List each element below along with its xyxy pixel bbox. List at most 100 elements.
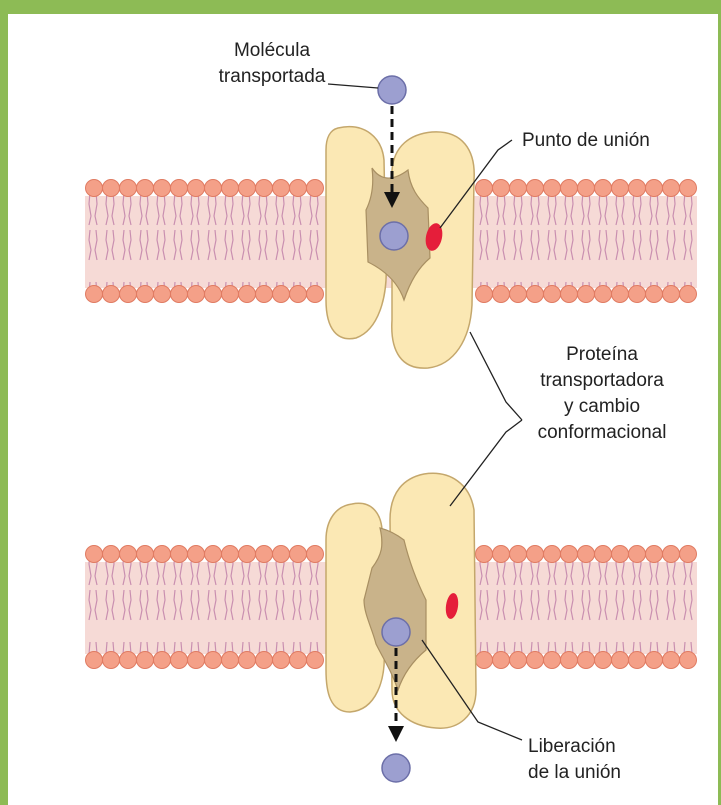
phospholipid-head-icon [510,180,527,197]
phospholipid-head-icon [239,286,256,303]
phospholipid-head-icon [663,286,680,303]
phospholipid-head-icon [256,546,273,563]
phospholipid-head-icon [646,652,663,669]
molecule-leader [328,84,378,88]
phospholipid-head-icon [493,180,510,197]
phospholipid-head-icon [612,286,629,303]
phospholipid-head-icon [544,652,561,669]
phospholipid-head-icon [493,546,510,563]
phospholipid-head-icon [595,180,612,197]
phospholipid-head-icon [646,180,663,197]
bottom-carrier-protein [326,473,476,728]
phospholipid-head-icon [561,286,578,303]
binding-site-label: Punto de unión [522,130,650,151]
phospholipid-head-icon [561,546,578,563]
phospholipid-head-icon [527,546,544,563]
release-label-line1: Liberación [528,736,616,757]
phospholipid-head-icon [510,652,527,669]
phospholipid-head-icon [137,180,154,197]
molecule-entering-icon [378,76,406,104]
phospholipid-head-icon [239,546,256,563]
phospholipid-head-icon [86,286,103,303]
phospholipid-head-icon [120,546,137,563]
phospholipid-head-icon [663,180,680,197]
protein-label-line1: Proteína [566,344,638,365]
phospholipid-head-icon [629,286,646,303]
phospholipid-head-icon [561,180,578,197]
protein-label-line2: transportadora [540,370,664,391]
phospholipid-head-icon [222,546,239,563]
phospholipid-head-icon [646,286,663,303]
phospholipid-head-icon [476,286,493,303]
phospholipid-head-icon [595,652,612,669]
phospholipid-head-icon [256,652,273,669]
phospholipid-head-icon [663,546,680,563]
phospholipid-head-icon [86,546,103,563]
phospholipid-head-icon [86,180,103,197]
phospholipid-head-icon [103,180,120,197]
phospholipid-head-icon [290,546,307,563]
phospholipid-head-icon [120,180,137,197]
phospholipid-head-icon [510,286,527,303]
phospholipid-head-icon [205,546,222,563]
phospholipid-head-icon [663,652,680,669]
phospholipid-head-icon [578,652,595,669]
phospholipid-head-icon [273,652,290,669]
phospholipid-head-icon [103,652,120,669]
phospholipid-head-icon [120,652,137,669]
phospholipid-head-icon [273,180,290,197]
phospholipid-head-icon [476,652,493,669]
phospholipid-head-icon [239,180,256,197]
phospholipid-head-icon [154,652,171,669]
phospholipid-head-icon [307,546,324,563]
phospholipid-head-icon [307,180,324,197]
phospholipid-head-icon [493,652,510,669]
phospholipid-head-icon [290,180,307,197]
protein-label-line3: y cambio [564,396,640,417]
phospholipid-head-icon [188,180,205,197]
phospholipid-head-icon [680,546,697,563]
phospholipid-head-icon [103,286,120,303]
phospholipid-head-icon [544,286,561,303]
phospholipid-head-icon [154,546,171,563]
phospholipid-head-icon [561,652,578,669]
phospholipid-head-icon [171,286,188,303]
phospholipid-head-icon [612,180,629,197]
phospholipid-head-icon [256,286,273,303]
phospholipid-head-icon [476,180,493,197]
phospholipid-head-icon [527,652,544,669]
molecule-label-line1: Molécula [234,40,310,61]
phospholipid-head-icon [188,286,205,303]
phospholipid-head-icon [273,546,290,563]
phospholipid-head-icon [137,652,154,669]
phospholipid-head-icon [595,546,612,563]
phospholipid-head-icon [544,180,561,197]
protein-leader-top [470,332,522,420]
phospholipid-head-icon [578,180,595,197]
phospholipid-head-icon [307,652,324,669]
phospholipid-head-icon [493,286,510,303]
phospholipid-head-icon [680,652,697,669]
phospholipid-head-icon [137,286,154,303]
release-label-line2: de la unión [528,762,621,783]
phospholipid-head-icon [544,546,561,563]
phospholipid-head-icon [154,286,171,303]
phospholipid-head-icon [222,286,239,303]
phospholipid-head-icon [188,546,205,563]
phospholipid-head-icon [171,652,188,669]
phospholipid-head-icon [510,546,527,563]
phospholipid-head-icon [290,286,307,303]
phospholipid-head-icon [273,286,290,303]
phospholipid-head-icon [222,180,239,197]
phospholipid-head-icon [612,546,629,563]
bottom-arrow-head-icon [388,726,404,742]
phospholipid-head-icon [646,546,663,563]
phospholipid-head-icon [527,180,544,197]
phospholipid-head-icon [205,652,222,669]
phospholipid-head-icon [612,652,629,669]
phospholipid-head-icon [476,546,493,563]
molecule-bound-icon [380,222,408,250]
phospholipid-head-icon [307,286,324,303]
phospholipid-head-icon [137,546,154,563]
phospholipid-head-icon [86,652,103,669]
